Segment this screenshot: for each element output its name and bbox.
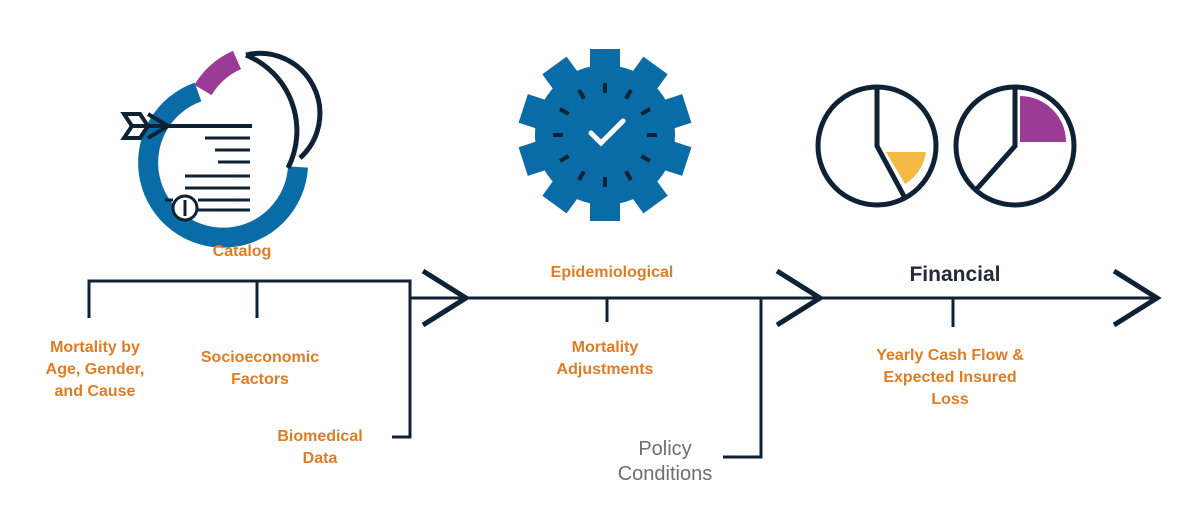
clock-hands bbox=[588, 118, 626, 147]
donut-outline-arc bbox=[245, 52, 300, 170]
gear-clock-icon bbox=[518, 49, 692, 221]
item-label-socioeconomic: Socioeconomic Factors bbox=[200, 349, 320, 388]
arrow-fletching bbox=[120, 112, 151, 140]
chevron-1 bbox=[421, 268, 471, 328]
pie-chart-right bbox=[953, 84, 1077, 208]
pie-slice-purple bbox=[1020, 96, 1066, 142]
donut-outline-inner-arc bbox=[245, 50, 323, 160]
clock-tick bbox=[577, 170, 586, 182]
item-label-mortality-by-age: Mortality by Age, Gender, and Cause bbox=[45, 339, 145, 400]
item-label-yearly-cash-flow: Yearly Cash Flow & Expected Insured Loss bbox=[876, 347, 1024, 408]
clock-tick bbox=[624, 88, 633, 100]
clock-tick bbox=[640, 107, 652, 116]
catalog-bracket bbox=[87, 279, 412, 439]
chevron-3 bbox=[1112, 268, 1162, 328]
donut-purple-arc bbox=[194, 50, 242, 96]
policy-bracket bbox=[723, 298, 763, 459]
item-label-biomedical: Biomedical Data bbox=[277, 428, 363, 467]
clock-tick bbox=[577, 88, 586, 100]
gear-body bbox=[535, 65, 675, 205]
clock-tick bbox=[558, 107, 570, 116]
pie-slice-yellow bbox=[886, 152, 926, 184]
clock-ticks bbox=[553, 83, 657, 187]
timeline bbox=[87, 268, 1162, 459]
item-label-mortality-adjustments: Mortality Adjustments bbox=[556, 339, 654, 378]
clock-tick bbox=[624, 170, 633, 182]
target-arrow-donut-icon bbox=[120, 50, 323, 248]
stage-label-catalog: Catalog bbox=[212, 243, 272, 260]
stage-label-epidemiological: Epidemiological bbox=[550, 264, 674, 281]
stage-label-financial: Financial bbox=[909, 263, 1001, 286]
policy-conditions-label: Policy Conditions bbox=[617, 438, 713, 485]
donut-blue-arc bbox=[138, 82, 308, 248]
pie-chart-left bbox=[815, 84, 939, 208]
clock-tick bbox=[640, 154, 652, 163]
clock-tick bbox=[558, 154, 570, 163]
pie-charts-icon bbox=[815, 84, 1077, 208]
arrow-head bbox=[146, 112, 172, 140]
stacked-lines bbox=[185, 136, 250, 212]
chevron-2 bbox=[775, 268, 825, 328]
